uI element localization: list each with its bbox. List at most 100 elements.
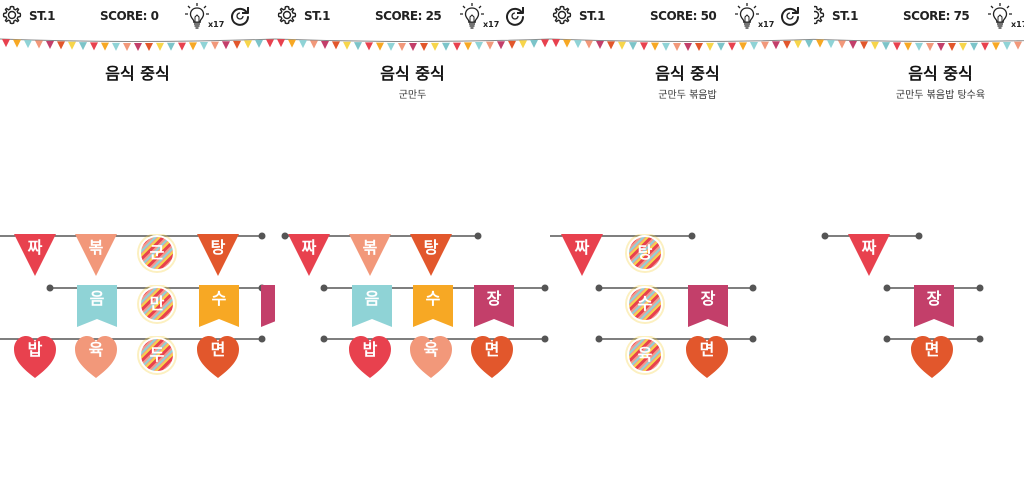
letter-tile[interactable]: 육: [410, 336, 452, 382]
bunting-ropes: [821, 232, 984, 343]
letter-tile[interactable]: 수: [412, 285, 454, 331]
letter-tile-char: 짜: [861, 238, 877, 257]
letter-tile[interactable]: 탕: [410, 234, 452, 280]
letter-tile-char: 군: [149, 243, 165, 262]
letter-tile[interactable]: 두: [136, 336, 178, 382]
letter-tile-char: 육: [423, 340, 439, 359]
letter-tile[interactable]: 탕: [624, 234, 666, 280]
party-bunting-decoration: [0, 36, 275, 56]
letter-tile[interactable]: [260, 285, 275, 331]
letter-tile[interactable]: 짜: [288, 234, 330, 280]
letter-tile[interactable]: 면: [686, 336, 728, 382]
letter-tile[interactable]: 장: [913, 285, 955, 331]
letter-tile-char: 면: [210, 340, 226, 359]
letter-tile[interactable]: 짜: [561, 234, 603, 280]
hint-lightbulb-icon[interactable]: [987, 2, 1013, 30]
letter-tile[interactable]: 음: [76, 285, 118, 331]
letter-tile[interactable]: 밥: [14, 336, 56, 382]
letter-tile[interactable]: 면: [197, 336, 239, 382]
letter-tile-char: 면: [699, 340, 715, 359]
hint-lightbulb-icon[interactable]: [734, 2, 760, 30]
hint-count: x17: [208, 20, 225, 29]
letter-tile-char: 밥: [27, 340, 43, 359]
letter-tile-char: 볶: [362, 238, 378, 257]
letter-tile-char: 면: [484, 340, 500, 359]
letter-tile[interactable]: 면: [471, 336, 513, 382]
hint-count: x17: [483, 20, 500, 29]
letter-tile[interactable]: 수: [624, 285, 666, 331]
letter-tile-char: 육: [637, 345, 653, 364]
letter-tile[interactable]: 밥: [349, 336, 391, 382]
letter-tile-char: 음: [89, 289, 105, 308]
letter-tile-char: 수: [425, 289, 441, 308]
party-bunting-decoration: [275, 36, 550, 56]
score-label: SCORE: 25: [375, 9, 442, 23]
reshuffle-icon[interactable]: [778, 4, 802, 28]
letter-tile-char: 탕: [637, 243, 653, 262]
settings-gear-icon[interactable]: [275, 3, 299, 27]
letter-tile[interactable]: 짜: [14, 234, 56, 280]
hint-lightbulb-icon[interactable]: [459, 2, 485, 30]
party-bunting-decoration: [814, 36, 1024, 56]
found-words: 군만두 볶음밥: [658, 90, 717, 101]
letter-tile[interactable]: 장: [473, 285, 515, 331]
letter-tile-char: 밥: [362, 340, 378, 359]
letter-tile-char: 장: [700, 289, 716, 308]
letter-tile[interactable]: 면: [911, 336, 953, 382]
category-title: 음식 중식: [908, 64, 973, 83]
score-label: SCORE: 50: [650, 9, 717, 23]
letter-tile[interactable]: 볶: [75, 234, 117, 280]
letter-tile-char: 탕: [423, 238, 439, 257]
letter-tile-char: 짜: [574, 238, 590, 257]
found-words: 군만두: [398, 90, 427, 101]
letter-tile[interactable]: 육: [624, 336, 666, 382]
letter-tile-char: 짜: [301, 238, 317, 257]
letter-tile-char: 육: [88, 340, 104, 359]
letter-tile[interactable]: 군: [136, 234, 178, 280]
letter-tile[interactable]: 볶: [349, 234, 391, 280]
letter-tile[interactable]: 육: [75, 336, 117, 382]
letter-tile[interactable]: 탕: [197, 234, 239, 280]
found-words: 군만두 볶음밥 탕수육: [895, 90, 986, 101]
hint-count: x17: [758, 20, 775, 29]
letter-tile[interactable]: 만: [136, 285, 178, 331]
letter-tile-char: 만: [149, 294, 165, 313]
letter-tile[interactable]: 짜: [848, 234, 890, 280]
letter-tile-char: 수: [637, 294, 653, 313]
letter-tile[interactable]: 수: [198, 285, 240, 331]
stage-label: ST.1: [579, 9, 605, 23]
letter-tile-char: 장: [486, 289, 502, 308]
letter-tile-char: 볶: [88, 238, 104, 257]
top-bar: ST.1 SCORE: 0 x17: [0, 0, 275, 34]
letter-tile-char: 탕: [210, 238, 226, 257]
stage-label: ST.1: [304, 9, 330, 23]
category-title: 음식 중식: [380, 64, 445, 83]
letter-tile-char: [260, 285, 275, 319]
letter-tile-char: 장: [926, 289, 942, 308]
stage-label: ST.1: [832, 9, 858, 23]
top-bar: ST.1 SCORE: 50 x17: [550, 0, 825, 34]
score-label: SCORE: 0: [100, 9, 159, 23]
score-label: SCORE: 75: [903, 9, 970, 23]
letter-tile-char: 두: [149, 345, 165, 364]
hint-lightbulb-icon[interactable]: [184, 2, 210, 30]
settings-gear-icon[interactable]: [550, 3, 574, 27]
reshuffle-icon[interactable]: [503, 4, 527, 28]
settings-gear-icon[interactable]: [814, 3, 827, 27]
letter-tile[interactable]: 장: [687, 285, 729, 331]
settings-gear-icon[interactable]: [0, 3, 24, 27]
reshuffle-icon[interactable]: [228, 4, 252, 28]
top-bar: ST.1 SCORE: 25 x17: [275, 0, 550, 34]
letter-tile-char: 면: [924, 340, 940, 359]
letter-tile[interactable]: 음: [351, 285, 393, 331]
letter-tile-char: 수: [211, 289, 227, 308]
category-title: 음식 중식: [655, 64, 720, 83]
party-bunting-decoration: [550, 36, 825, 56]
stage-label: ST.1: [29, 9, 55, 23]
letter-tile-char: 짜: [27, 238, 43, 257]
